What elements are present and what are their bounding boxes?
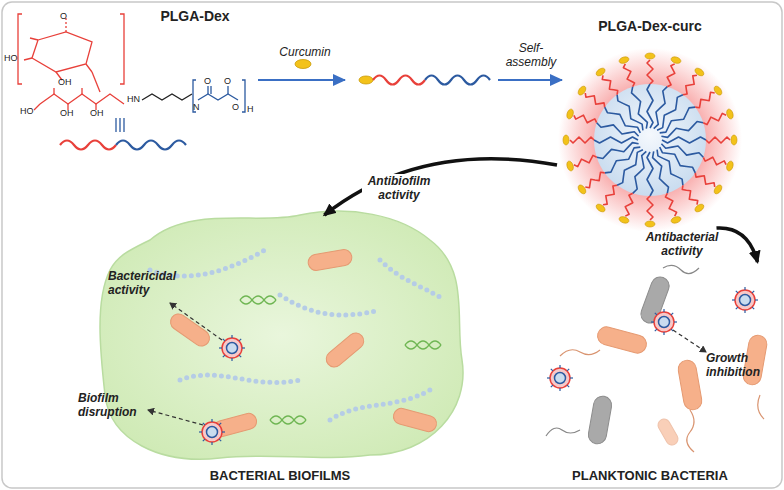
figure-panel: PLGA-Dex: [120, 8, 270, 30]
pointer-arrows: [148, 303, 706, 425]
atom-label: HO: [4, 53, 18, 63]
edge-label: Antibacterial activity: [642, 230, 722, 260]
figure-panel: BACTERIAL BIOFILMS: [95, 215, 465, 485]
biofilm-matrix: [100, 211, 463, 459]
assembly-arrow: [498, 79, 562, 81]
curved-arrow: [717, 228, 758, 262]
atom-label: HN: [127, 94, 140, 104]
chemical-structure: [18, 14, 245, 112]
orange-bacteria: [596, 325, 769, 447]
biofilm-bacteria: [167, 248, 438, 438]
pointer-label: Growth inhibition: [706, 352, 776, 380]
atom-label: H: [247, 104, 254, 114]
micelle: [558, 48, 742, 232]
plga-chain: [116, 141, 186, 150]
flagella: [546, 265, 699, 436]
atom-label: OH: [60, 108, 74, 118]
pointer-label: Bactericidal activity: [108, 270, 184, 298]
curved-arrow: [324, 159, 557, 215]
triple-bar: [116, 118, 124, 132]
step-label: Self-assembly: [500, 42, 562, 70]
atom-label: O: [60, 11, 67, 21]
eps-chains: [150, 250, 445, 420]
curcumin-icon: [295, 60, 311, 69]
panel-title: PLGA-Dex: [120, 8, 270, 24]
reagent-label: Curcumin: [270, 46, 340, 60]
atom-label: O: [232, 102, 239, 112]
curcumin-head: [359, 76, 373, 84]
atom-label: N: [193, 102, 200, 112]
panel-title: PLANKTONIC BACTERIA: [525, 468, 775, 483]
panel-title: PLGA-Dex-curc: [555, 18, 745, 34]
atom-label: OH: [90, 108, 104, 118]
atom-label: HO: [20, 106, 34, 116]
figure-panel: PLGA-Dex-curc: [555, 18, 745, 228]
dextran-chain: [60, 141, 116, 150]
small-micelles: [199, 287, 758, 445]
gray-bacteria: [587, 274, 672, 445]
plga-chain: [425, 76, 490, 85]
atom-label: O: [224, 76, 231, 86]
dna-strands: [240, 296, 441, 424]
edge-label: Antibiofilm activity: [362, 174, 436, 204]
atom-label: O: [204, 76, 211, 86]
dextran-chain: [373, 76, 425, 85]
reaction-arrow: [258, 79, 345, 81]
pointer-label: Biofilm disruption: [78, 392, 148, 420]
atom-label: OH: [58, 77, 72, 87]
panel-title: BACTERIAL BIOFILMS: [95, 468, 465, 483]
